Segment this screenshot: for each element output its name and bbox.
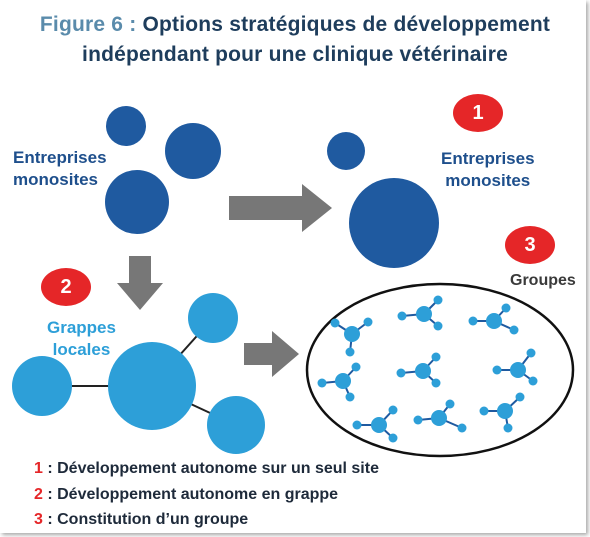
title-line-2: indépendant pour une clinique vétérinair… <box>82 43 508 66</box>
label-monosites-left-line2: monosites <box>13 170 99 189</box>
legend-number-2: 2 <box>34 486 43 503</box>
group-network-1 <box>330 317 373 357</box>
monosite-right-small-circle <box>327 132 365 170</box>
figure-title: Figure 6 : Options stratégiques de dével… <box>0 10 590 70</box>
label-monosites-left-line1: Entreprises <box>13 148 107 167</box>
cluster-satellite-bottom <box>207 396 265 454</box>
label-monosites-right-line1: Entreprises <box>441 149 535 168</box>
cluster-hub-circle <box>108 342 196 430</box>
legend-item-1: 1 : Développement autonome sur un seul s… <box>34 460 379 478</box>
badge-2: 2 <box>41 268 91 306</box>
label-monosites-right: Entreprises monosites <box>441 148 535 192</box>
figure-number: Figure 6 : <box>39 13 137 36</box>
label-grappes-line1: Grappes <box>47 318 116 337</box>
arrow-right-bottom <box>244 331 299 377</box>
arrow-right-top <box>229 184 332 232</box>
monosite-circle-small <box>106 106 146 146</box>
group-network-3 <box>468 303 519 335</box>
label-grappes-line2: locales <box>52 340 111 359</box>
group-network-5 <box>396 352 441 388</box>
legend-item-3: 3 : Constitution d’un groupe <box>34 511 248 529</box>
label-groupes: Groupes <box>510 272 576 289</box>
legend-text-3: : Constitution d’un groupe <box>42 511 249 528</box>
label-monosites-right-line2: monosites <box>445 171 531 190</box>
group-network-2 <box>397 295 443 331</box>
label-grappes-locales: Grappes locales <box>47 317 116 361</box>
title-line-1: Options stratégiques de développement <box>142 13 551 36</box>
group-network-7 <box>352 405 398 443</box>
legend-number-1: 1 <box>34 460 43 477</box>
group-network-9 <box>479 392 525 433</box>
group-network-6 <box>492 348 538 386</box>
monosite-circle-medium <box>165 123 221 179</box>
groupes-ellipse <box>305 282 575 458</box>
group-network-8 <box>413 399 467 433</box>
legend-text-1: : Développement autonome sur un seul sit… <box>42 460 379 477</box>
badge-3: 3 <box>505 226 555 264</box>
monosite-circle-large <box>105 170 169 234</box>
cluster-satellite-top <box>188 293 238 343</box>
badge-1: 1 <box>453 94 503 132</box>
legend-text-2: : Développement autonome en grappe <box>42 486 339 503</box>
legend-number-3: 3 <box>34 511 43 528</box>
legend-item-2: 2 : Développement autonome en grappe <box>34 486 338 504</box>
monosite-right-large-circle <box>349 178 439 268</box>
cluster-satellite-left <box>12 356 72 416</box>
label-monosites-left: Entreprises monosites <box>13 147 107 191</box>
arrow-down <box>117 256 163 310</box>
group-network-4 <box>317 362 361 402</box>
